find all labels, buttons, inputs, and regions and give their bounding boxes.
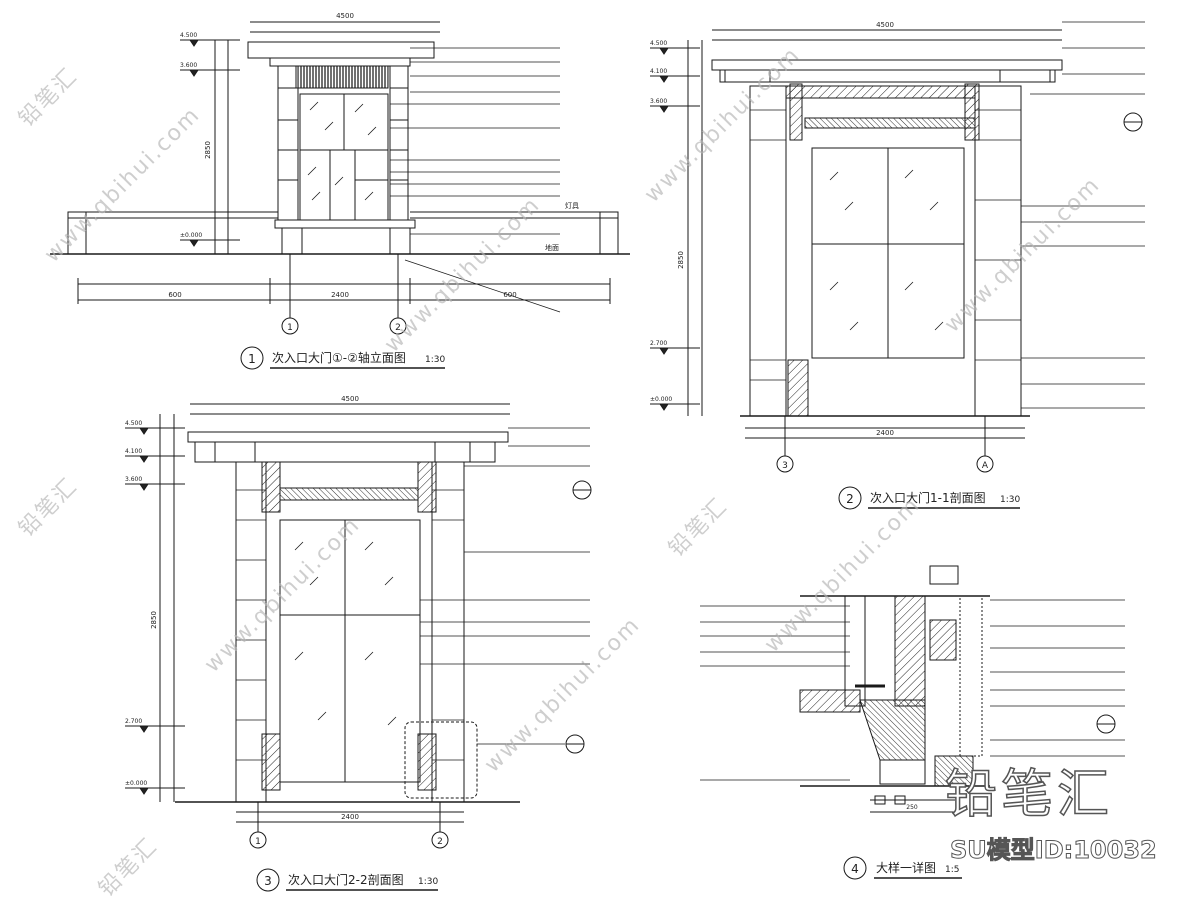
level-text: 3.600 — [180, 62, 197, 69]
drawing-title: 大样一详图 — [876, 860, 936, 875]
drawing-title: 次入口大门1-1剖面图 — [870, 490, 986, 505]
dim-text: 2850 — [150, 611, 158, 629]
axis-label: A — [982, 461, 989, 471]
drawing-scale: 1:5 — [945, 865, 959, 875]
label-text: 灯具 — [565, 201, 579, 210]
brand-logo: 铅笔汇 — [944, 764, 1114, 826]
drawing-number-bubble — [838, 486, 862, 510]
level-text: 2.700 — [125, 718, 142, 725]
dim-text: 4500 — [876, 21, 894, 29]
drawing-number: 4 — [851, 862, 859, 876]
level-text: 4.100 — [125, 448, 142, 455]
drawing-number: 1 — [248, 352, 256, 366]
drawing-number: 3 — [264, 874, 272, 888]
drawing-2-section: 4500 — [650, 21, 1145, 510]
axis-label: 1 — [287, 323, 293, 333]
dim-text: 2400 — [876, 429, 894, 437]
drawing-3-section: 4500 — [125, 395, 592, 892]
level-text: 3.600 — [650, 98, 667, 105]
drawing-number-bubble — [256, 868, 280, 892]
axis-label: 2 — [437, 837, 443, 847]
axis-bubble — [431, 831, 449, 849]
label-text: 地面 — [545, 243, 559, 252]
level-text: ±0.000 — [180, 232, 202, 239]
level-text: 4.500 — [650, 40, 667, 47]
drawing-1-elevation: 4500 — [50, 12, 630, 370]
level-text: 4.100 — [650, 68, 667, 75]
drawing-number-bubble — [843, 856, 867, 880]
dim-text: 250 — [906, 804, 918, 811]
level-marker — [180, 39, 240, 247]
drawing-scale: 1:30 — [418, 877, 438, 887]
drawing-4-detail: 250 4 大样一详图 1:5 — [700, 565, 1125, 880]
level-marker — [125, 427, 185, 795]
level-text: 4.500 — [125, 420, 142, 427]
dim-text: 2850 — [204, 141, 212, 159]
drawing-scale: 1:30 — [425, 355, 445, 365]
level-text: 2.700 — [650, 340, 667, 347]
level-text: 3.600 — [125, 476, 142, 483]
level-text: ±0.000 — [650, 396, 672, 403]
level-text: 4.500 — [180, 32, 197, 39]
drawing-number-bubble — [240, 346, 264, 370]
axis-bubble — [976, 455, 994, 473]
axis-bubble — [249, 831, 267, 849]
dim-text: 4500 — [336, 12, 354, 20]
dim-text: 2400 — [341, 813, 359, 821]
dim-text: 2400 — [331, 291, 349, 299]
dim-text: 4500 — [341, 395, 359, 403]
drawing-title: 次入口大门2-2剖面图 — [288, 872, 404, 887]
axis-bubble — [389, 317, 407, 335]
axis-label: 1 — [255, 837, 261, 847]
drawing-number: 2 — [846, 492, 854, 506]
axis-label: 2 — [395, 323, 401, 333]
drawing-scale: 1:30 — [1000, 495, 1020, 505]
axis-label: 3 — [782, 461, 788, 471]
dim-text: 600 — [168, 291, 181, 299]
axis-bubble — [776, 455, 794, 473]
level-text: ±0.000 — [125, 780, 147, 787]
model-id: SU模型ID:10032 — [950, 836, 1158, 865]
level-marker — [650, 47, 700, 411]
axis-bubble — [281, 317, 299, 335]
dim-text: 2850 — [677, 251, 685, 269]
drawing-title: 次入口大门①-②轴立面图 — [272, 350, 406, 365]
